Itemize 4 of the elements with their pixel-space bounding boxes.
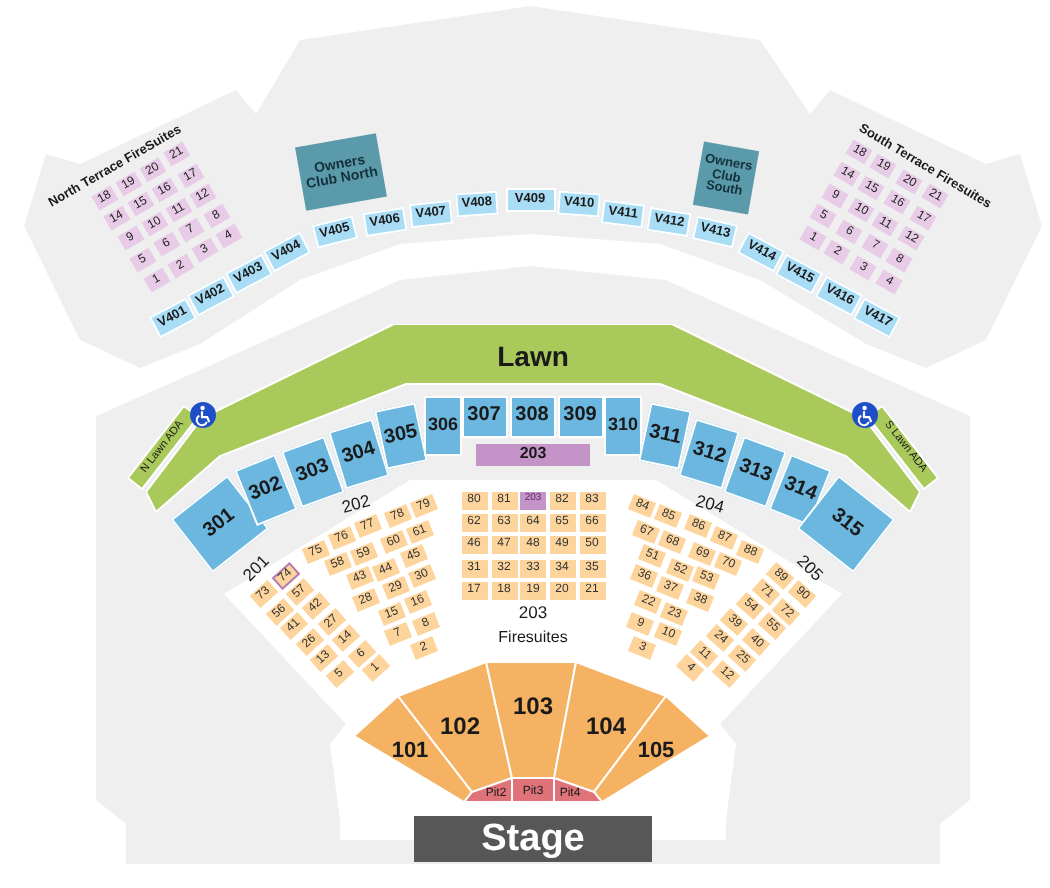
stage: Stage <box>414 816 652 862</box>
seating-section: 103 <box>486 662 576 778</box>
area-label: Firesuites <box>498 630 568 646</box>
section-label: 203 <box>518 603 548 621</box>
